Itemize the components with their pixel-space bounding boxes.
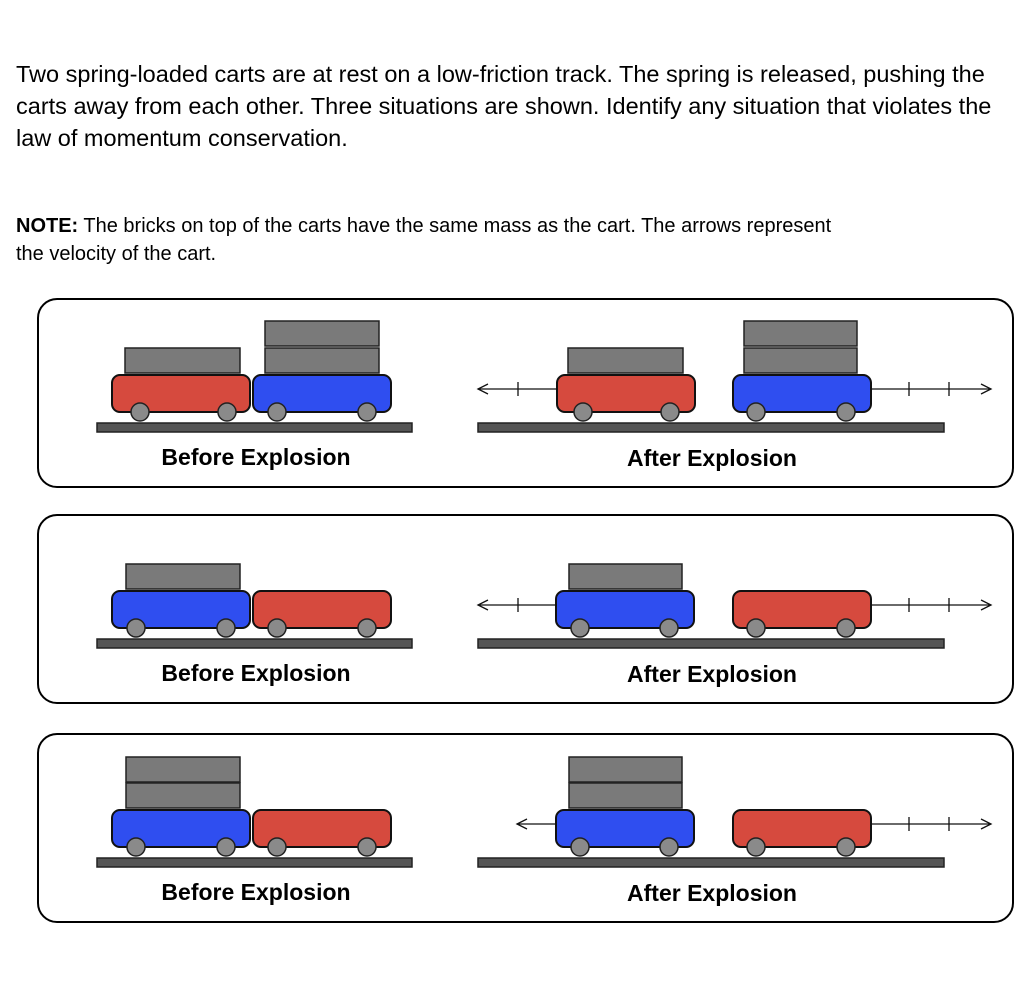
blue-cart [111,590,251,629]
situation-3-before-scene [96,756,413,868]
wheel [836,837,856,857]
situation-3-panel: Before Explosion After Explosion [37,733,1014,923]
brick [264,347,380,374]
left-velocity-arrow [515,818,556,830]
situation-2-after-scene [476,563,993,649]
wheel [660,402,680,422]
track [477,638,945,649]
note-line-1: The bricks on top of the carts have the … [78,215,832,237]
brick [567,347,684,374]
red-cart [556,374,696,413]
wheel [267,402,287,422]
blue-cart [732,374,872,413]
wheel [357,618,377,638]
situation-1-before-scene [96,320,413,433]
after-explosion-label: After Explosion [627,661,797,687]
note-line-2: the velocity of the cart. [16,243,217,265]
brick [568,782,683,809]
red-cart [111,374,251,413]
red-cart [732,590,872,629]
note-text: NOTE: The bricks on top of the carts hav… [16,212,1024,268]
note-label: NOTE: [16,215,79,237]
situation-1-after-scene [476,320,993,433]
wheel [267,618,287,638]
brick [568,756,683,783]
track [96,857,413,868]
wheel [570,618,590,638]
red-cart [732,809,872,848]
brick [125,563,241,590]
brick [568,563,683,590]
right-velocity-arrow [871,817,993,831]
brick [743,320,858,347]
wheel [216,618,236,638]
blue-cart [111,809,251,848]
wheel [746,618,766,638]
situation-3-after-scene [477,756,993,868]
track [477,857,945,868]
left-velocity-arrow [476,382,557,396]
brick [743,347,858,374]
red-cart [252,809,392,848]
brick [125,782,241,809]
wheel [267,837,287,857]
wheel [836,618,856,638]
right-velocity-arrow [871,598,993,612]
brick [125,756,241,783]
situation-2-before-scene [96,563,413,649]
brick [264,320,380,347]
wheel [836,402,856,422]
wheel [746,402,766,422]
right-velocity-arrow [871,382,993,396]
brick [124,347,241,374]
wheel [659,618,679,638]
question-text: Two spring-loaded carts are at rest on a… [16,61,992,151]
wheel [357,402,377,422]
blue-cart [555,809,695,848]
wheel [659,837,679,857]
before-explosion-label: Before Explosion [161,444,350,470]
wheel [217,402,237,422]
situation-3-diagram: Before Explosion After Explosion [96,756,993,906]
situation-1-diagram: Before Explosion After Ex [96,320,993,471]
track [477,422,945,433]
track [96,422,413,433]
situation-2-panel: Before Explosion After Explosion [37,514,1014,704]
situation-2-diagram: Before Explosion After Explosion [96,563,993,687]
left-velocity-arrow [476,598,556,612]
wheel [126,837,146,857]
track [96,638,413,649]
wheel [357,837,377,857]
after-explosion-label: After Explosion [627,880,797,906]
wheel [130,402,150,422]
before-explosion-label: Before Explosion [161,660,350,686]
blue-cart [555,590,695,629]
wheel [570,837,590,857]
red-cart [252,590,392,629]
wheel [746,837,766,857]
situation-1-panel: Before Explosion After Ex [37,298,1014,488]
wheel [126,618,146,638]
wheel [216,837,236,857]
after-explosion-label: After Explosion [627,445,797,471]
before-explosion-label: Before Explosion [161,879,350,905]
wheel [573,402,593,422]
blue-cart [252,374,392,413]
